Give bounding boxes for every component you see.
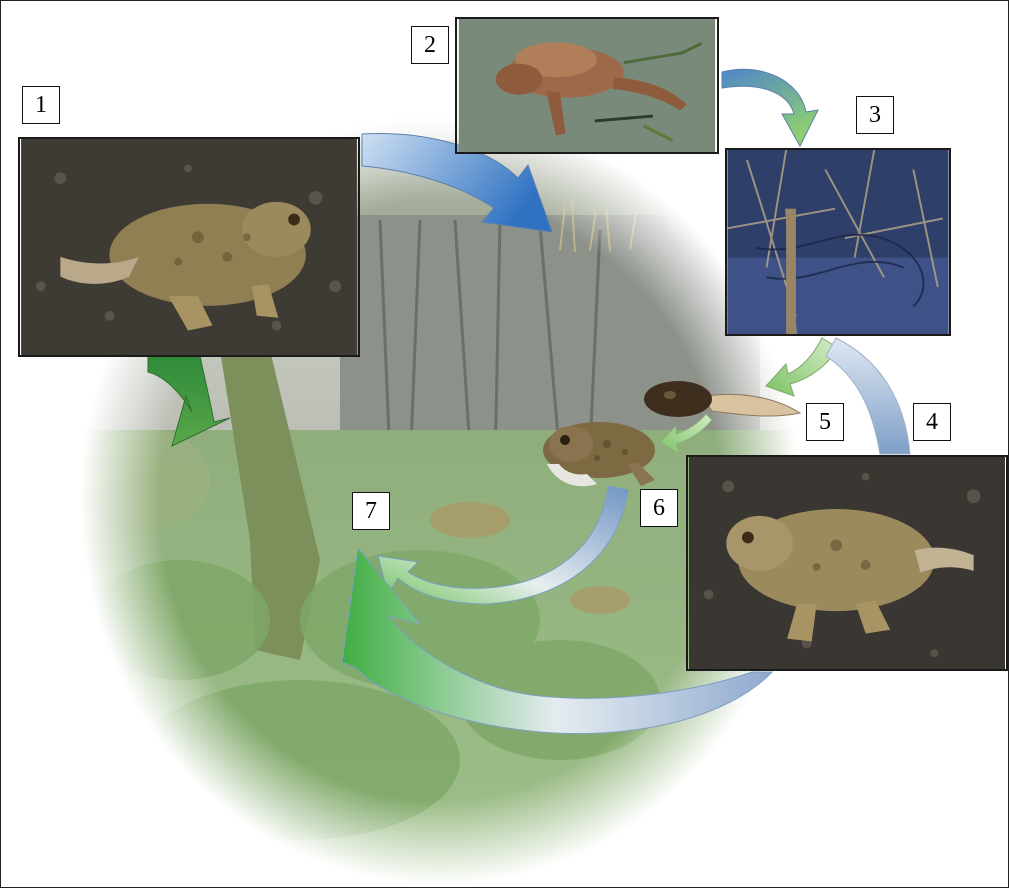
toad-spawn-icon (727, 150, 949, 334)
photo-toad-spawn-3 (725, 148, 951, 336)
photo-adult-toad-1 (18, 137, 360, 357)
photo-toadlet-6 (537, 414, 661, 496)
stage-label-2: 2 (411, 26, 449, 64)
adult-toad-icon (20, 139, 358, 355)
mating-toads-icon (457, 19, 717, 152)
stage-label-7: 7 (352, 492, 390, 530)
stage-label-1: 1 (22, 86, 60, 124)
toadlet-icon (537, 414, 661, 496)
photo-adult-toad-4 (686, 455, 1008, 671)
adult-toad-icon (688, 457, 1006, 669)
photo-tadpole-5 (642, 375, 802, 431)
stage-label-6: 6 (640, 489, 678, 527)
photo-mating-toads-2 (455, 17, 719, 154)
stage-label-3: 3 (856, 96, 894, 134)
stage-label-4: 4 (913, 403, 951, 441)
stage-label-5: 5 (806, 403, 844, 441)
tadpole-icon (642, 375, 802, 431)
